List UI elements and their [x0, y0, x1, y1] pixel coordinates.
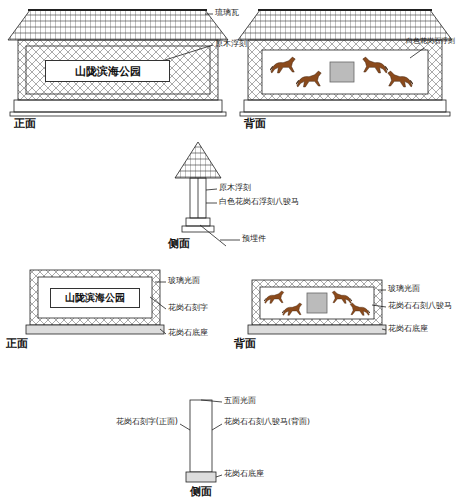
callout-label: 白色花岗石浮刻八骏马 — [219, 198, 299, 207]
callout-label: 花岗石石刻八骏马(背面) — [224, 418, 310, 426]
callout-label: 五面光面 — [224, 397, 256, 406]
callout-label: 花岗石底座 — [168, 329, 208, 338]
view-caption: 侧面 — [168, 238, 190, 250]
view-caption: 正面 — [6, 338, 28, 350]
sign-panel: 山陇滨海公园 — [50, 288, 140, 308]
callout-label: 花岗石石刻八骏马 — [388, 302, 452, 310]
view-caption: 正面 — [14, 118, 36, 130]
sign-text: 山陇滨海公园 — [65, 291, 125, 305]
callout-label: 花岗石刻字(正面) — [116, 418, 178, 427]
callout-label: 预埋件 — [242, 235, 266, 244]
sign-text: 山陇滨海公园 — [75, 64, 141, 79]
callout-label: 原木浮刻 — [215, 40, 247, 49]
callout-label: 原木浮刻 — [219, 184, 251, 193]
view-caption: 背面 — [244, 118, 266, 130]
callout-label: 白色花岗石浮刻 — [406, 38, 455, 46]
callout-label: 花岗石底座 — [224, 470, 264, 479]
sign-panel: 山陇滨海公园 — [45, 60, 170, 82]
view-caption: 背面 — [234, 338, 256, 350]
callout-label: 玻璃光面 — [168, 277, 200, 286]
callout-label: 花岗石底座 — [388, 325, 428, 334]
callout-label: 花岗石刻字 — [168, 304, 208, 313]
view-caption: 侧面 — [190, 486, 212, 498]
callout-label: 玻璃光面 — [388, 285, 420, 294]
callout-label: 琉璃瓦 — [215, 9, 239, 18]
